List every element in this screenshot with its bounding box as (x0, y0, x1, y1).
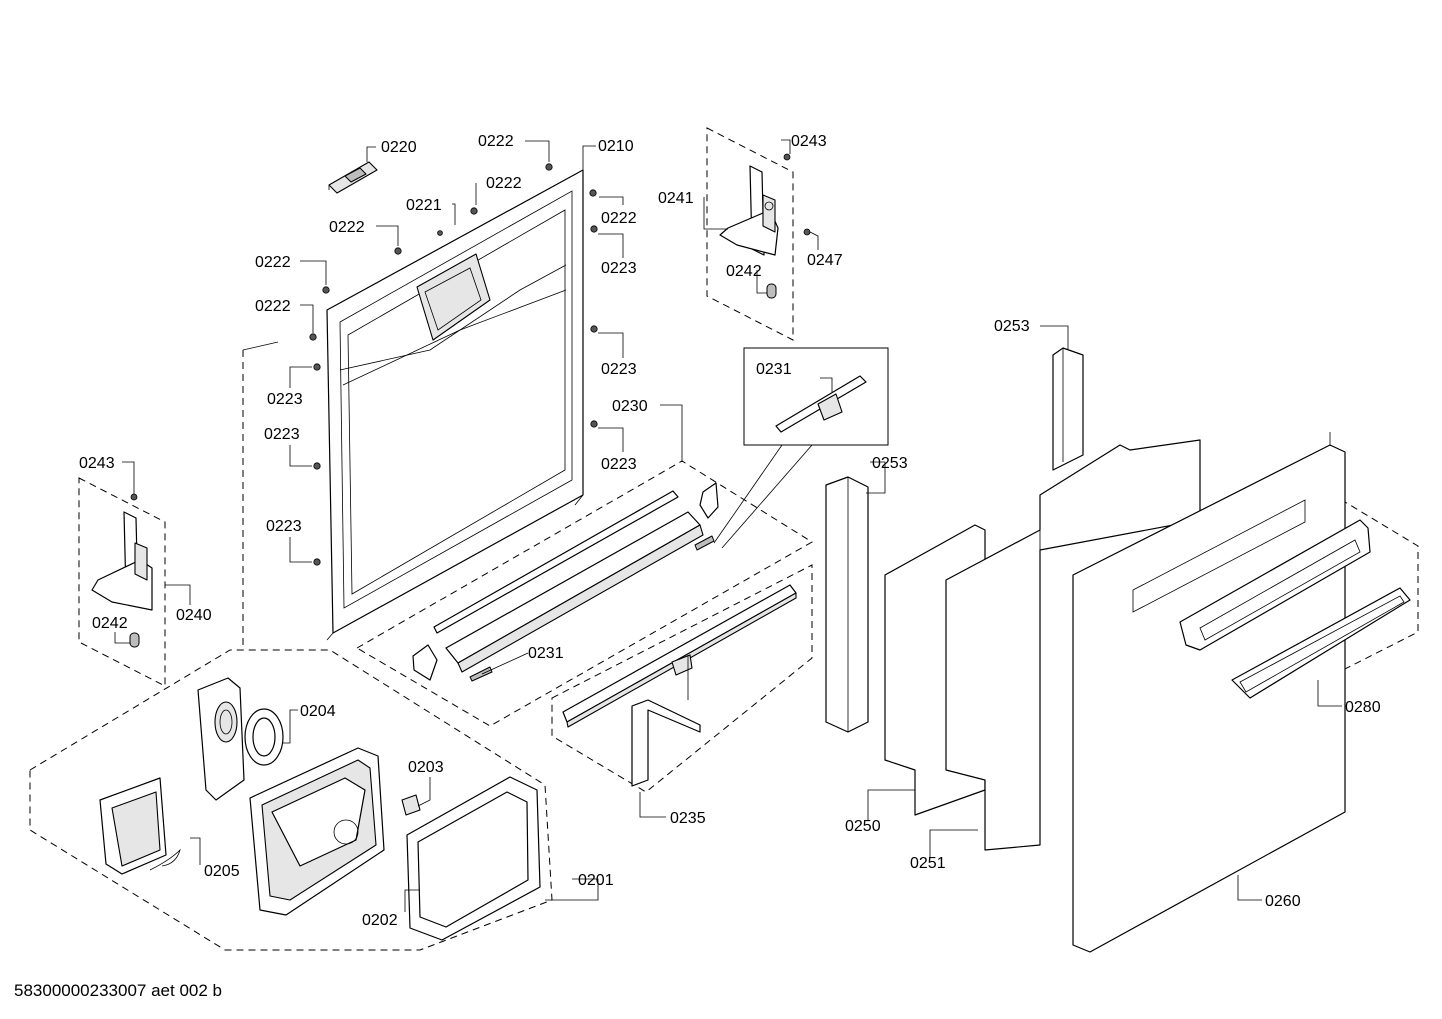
callout-0247: 0247 (807, 252, 843, 269)
callout-0223: 0223 (267, 391, 303, 408)
inner-door-frame (326, 169, 584, 641)
callout-0260: 0260 (1265, 893, 1301, 910)
rails-0230 (412, 482, 719, 682)
callout-0220: 0220 (381, 139, 417, 156)
callout-0241: 0241 (658, 190, 694, 207)
callout-0201: 0201 (578, 872, 614, 889)
callout-0242: 0242 (726, 263, 762, 280)
callout-0203: 0203 (408, 759, 444, 776)
hinge-left (91, 511, 153, 648)
rail-group-0235 (551, 564, 813, 793)
callout-labels: 0220 0222 0210 0222 0221 0222 0222 0222 … (79, 133, 1381, 929)
detail-box-0231 (713, 347, 889, 549)
hinge-right (719, 165, 779, 299)
callout-0243: 0243 (791, 133, 827, 150)
callout-0222: 0222 (255, 254, 291, 271)
control-module (99, 677, 541, 941)
callout-0223: 0223 (601, 456, 637, 473)
callout-0243: 0243 (79, 455, 115, 472)
callout-0280: 0280 (1345, 699, 1381, 716)
callout-0235: 0235 (670, 810, 706, 827)
callout-0242: 0242 (92, 615, 128, 632)
callout-0205: 0205 (204, 863, 240, 880)
callout-0222: 0222 (329, 219, 365, 236)
callout-0223: 0223 (266, 518, 302, 535)
callout-0231: 0231 (756, 361, 792, 378)
callout-0253: 0253 (994, 318, 1030, 335)
rail-0235 (562, 584, 797, 787)
rail-group-0230 (356, 460, 813, 727)
panels (825, 347, 1411, 953)
callout-0202: 0202 (362, 912, 398, 929)
callout-0222: 0222 (478, 133, 514, 150)
callout-0250: 0250 (845, 818, 881, 835)
callout-0222: 0222 (255, 298, 291, 315)
callout-0223: 0223 (601, 260, 637, 277)
callout-0210: 0210 (598, 138, 634, 155)
document-id: 58300000233007 aet 002 b (14, 981, 222, 1000)
leader-lines (114, 139, 1342, 912)
callout-0223: 0223 (264, 426, 300, 443)
callout-0223: 0223 (601, 361, 637, 378)
callout-0222: 0222 (601, 210, 637, 227)
hinge-right-group (706, 127, 794, 341)
callout-0222: 0222 (486, 175, 522, 192)
hinge-left-group (78, 477, 166, 687)
callout-0251: 0251 (910, 855, 946, 872)
screws (130, 153, 811, 566)
callout-0221: 0221 (406, 197, 442, 214)
callout-0204: 0204 (300, 703, 336, 720)
callout-0240: 0240 (176, 607, 212, 624)
bracket-0220 (328, 161, 378, 194)
callout-0230: 0230 (612, 398, 648, 415)
callout-0231: 0231 (528, 645, 564, 662)
callout-0253: 0253 (872, 455, 908, 472)
